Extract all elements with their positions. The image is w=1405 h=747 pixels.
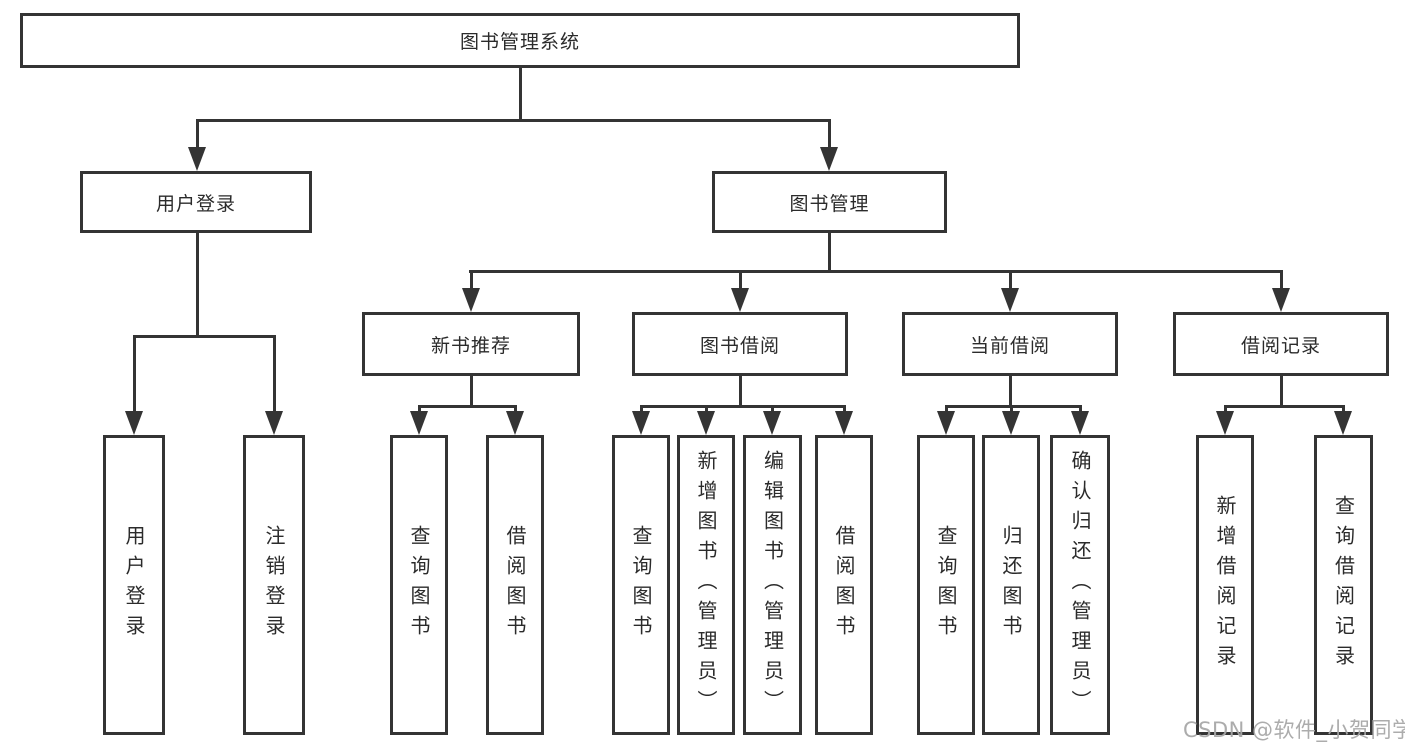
arrow-down-icon bbox=[410, 411, 428, 435]
leaf-label: 注销登录 bbox=[262, 525, 286, 645]
leaf-add-books-admin: 新增图书（管理员） bbox=[677, 435, 735, 735]
arrow-down-icon bbox=[1334, 411, 1352, 435]
node-borrowing-records: 借阅记录 bbox=[1173, 312, 1389, 376]
connector-line bbox=[1280, 376, 1283, 408]
connector-line bbox=[1009, 270, 1012, 292]
arrow-down-icon bbox=[1272, 288, 1290, 312]
leaf-query-books-recommend: 查询图书 bbox=[390, 435, 448, 735]
connector-line bbox=[739, 270, 742, 292]
leaf-query-borrow-record: 查询借阅记录 bbox=[1314, 435, 1373, 735]
leaf-label: 用户登录 bbox=[122, 525, 146, 645]
connector-line bbox=[828, 233, 831, 273]
connector-line bbox=[470, 376, 473, 408]
connector-line bbox=[1079, 405, 1082, 415]
node-user-login: 用户登录 bbox=[80, 171, 312, 233]
leaf-label: 新增图书（管理员） bbox=[694, 450, 718, 720]
arrow-down-icon bbox=[265, 411, 283, 435]
leaf-label: 查询图书 bbox=[407, 525, 431, 645]
connector-line bbox=[828, 119, 831, 150]
leaf-label: 确认归还（管理员） bbox=[1068, 450, 1092, 720]
node-label: 新书推荐 bbox=[430, 334, 511, 357]
arrow-down-icon bbox=[1001, 288, 1019, 312]
arrow-down-icon bbox=[820, 147, 838, 171]
arrow-down-icon bbox=[632, 411, 650, 435]
node-label: 图书管理系统 bbox=[459, 31, 580, 53]
connector-line bbox=[196, 119, 199, 150]
connector-line bbox=[945, 405, 1082, 408]
connector-line bbox=[1280, 270, 1283, 292]
connector-line bbox=[519, 68, 522, 122]
arrow-down-icon bbox=[731, 288, 749, 312]
leaf-query-books-current: 查询图书 bbox=[917, 435, 975, 735]
arrow-down-icon bbox=[506, 411, 524, 435]
connector-line bbox=[418, 405, 517, 408]
node-label: 借阅记录 bbox=[1240, 334, 1321, 357]
connector-line bbox=[196, 233, 199, 338]
arrow-down-icon bbox=[697, 411, 715, 435]
connector-line bbox=[1010, 405, 1013, 415]
arrow-down-icon bbox=[937, 411, 955, 435]
arrow-down-icon bbox=[835, 411, 853, 435]
connector-line bbox=[640, 405, 643, 415]
leaf-borrow-books-recommend: 借阅图书 bbox=[486, 435, 544, 735]
node-label: 图书借阅 bbox=[699, 334, 780, 357]
connector-line bbox=[1342, 405, 1345, 415]
node-label: 当前借阅 bbox=[969, 334, 1050, 357]
leaf-add-borrow-record: 新增借阅记录 bbox=[1196, 435, 1254, 735]
connector-line bbox=[196, 119, 831, 122]
node-current-borrowing: 当前借阅 bbox=[902, 312, 1118, 376]
node-new-book-recommendation: 新书推荐 bbox=[362, 312, 580, 376]
arrow-down-icon bbox=[1216, 411, 1234, 435]
leaf-label: 查询图书 bbox=[629, 525, 653, 645]
connector-line bbox=[705, 405, 708, 415]
connector-line bbox=[1009, 376, 1012, 408]
arrow-down-icon bbox=[125, 411, 143, 435]
leaf-label: 归还图书 bbox=[999, 525, 1023, 645]
leaf-logout: 注销登录 bbox=[243, 435, 305, 735]
node-label: 用户登录 bbox=[155, 192, 236, 215]
watermark-text: CSDN @软件_小贺同学 bbox=[1183, 718, 1405, 742]
connector-line bbox=[1224, 405, 1345, 408]
leaf-label: 查询借阅记录 bbox=[1331, 495, 1356, 675]
connector-line bbox=[640, 405, 846, 408]
leaf-label: 编辑图书（管理员） bbox=[760, 450, 785, 720]
leaf-label: 借阅图书 bbox=[832, 525, 856, 645]
leaf-borrow-books-borrow: 借阅图书 bbox=[815, 435, 873, 735]
arrow-down-icon bbox=[1071, 411, 1089, 435]
leaf-query-books-borrow: 查询图书 bbox=[612, 435, 670, 735]
connector-line bbox=[133, 335, 276, 338]
connector-line bbox=[514, 405, 517, 415]
arrow-down-icon bbox=[462, 288, 480, 312]
node-book-borrowing: 图书借阅 bbox=[632, 312, 848, 376]
leaf-edit-books-admin: 编辑图书（管理员） bbox=[743, 435, 802, 735]
leaf-confirm-return-admin: 确认归还（管理员） bbox=[1050, 435, 1110, 735]
connector-line bbox=[945, 405, 948, 415]
arrow-down-icon bbox=[1002, 411, 1020, 435]
connector-line bbox=[418, 405, 421, 415]
connector-line bbox=[469, 270, 1283, 273]
connector-line bbox=[1224, 405, 1227, 415]
leaf-user-login: 用户登录 bbox=[103, 435, 165, 735]
leaf-label: 新增借阅记录 bbox=[1213, 495, 1237, 675]
leaf-label: 查询图书 bbox=[934, 525, 958, 645]
connector-line bbox=[133, 335, 136, 413]
connector-line bbox=[470, 270, 473, 292]
node-label: 图书管理 bbox=[789, 192, 870, 215]
node-book-management: 图书管理 bbox=[712, 171, 947, 233]
connector-line bbox=[771, 405, 774, 415]
leaf-return-books: 归还图书 bbox=[982, 435, 1040, 735]
arrow-down-icon bbox=[188, 147, 206, 171]
connector-line bbox=[843, 405, 846, 415]
connector-line bbox=[739, 376, 742, 408]
leaf-label: 借阅图书 bbox=[503, 525, 527, 645]
connector-line bbox=[273, 335, 276, 413]
arrow-down-icon bbox=[763, 411, 781, 435]
node-book-management-system: 图书管理系统 bbox=[20, 13, 1020, 68]
